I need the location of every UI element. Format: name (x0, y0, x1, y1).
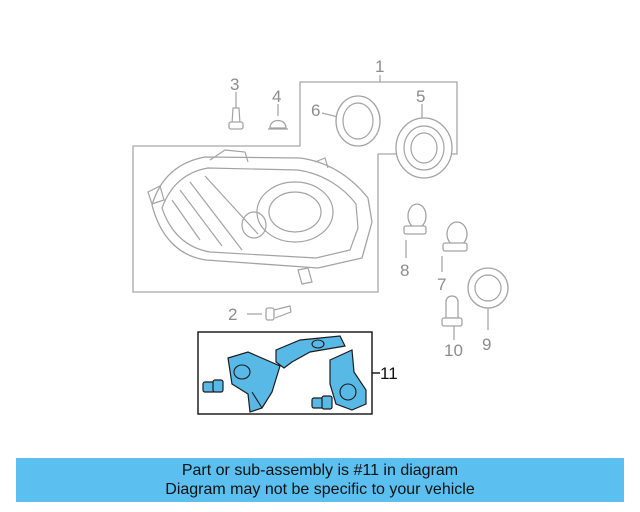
assembly-1-frame (132, 75, 458, 293)
callout-11: 11 (380, 364, 398, 383)
part-2-screw (247, 305, 292, 321)
callout-10: 10 (444, 341, 463, 360)
bracket-right (329, 349, 367, 411)
callout-2: 2 (228, 305, 237, 324)
bracket-kit-highlight (202, 335, 367, 413)
bolt-left (202, 379, 224, 393)
info-banner: Part or sub-assembly is #11 in diagram D… (16, 458, 624, 502)
banner-line-1: Part or sub-assembly is #11 in diagram (181, 462, 459, 479)
part-4-clip (268, 104, 288, 130)
headlamp-housing (147, 149, 373, 285)
bolt-right (311, 395, 333, 410)
bracket-top (275, 335, 346, 369)
part-8-bulb (403, 203, 427, 258)
callout-4: 4 (272, 87, 281, 106)
bracket-left (227, 351, 281, 413)
callout-7: 7 (437, 275, 446, 294)
banner-line-2: Diagram may not be specific to your vehi… (165, 481, 475, 498)
part-5-cap (395, 104, 453, 179)
part-10-bulb (441, 295, 463, 340)
part-6-cap (321, 95, 381, 147)
callout-3: 3 (230, 75, 239, 94)
callout-6: 6 (311, 101, 320, 120)
callout-8: 8 (400, 261, 409, 280)
callout-5: 5 (416, 87, 425, 106)
part-7-bulb (441, 221, 468, 272)
part-3-bolt (228, 92, 244, 130)
part-11-group-box (197, 331, 380, 415)
callout-1: 1 (375, 57, 384, 76)
part-9-socket (467, 267, 509, 330)
callout-9: 9 (482, 335, 491, 354)
